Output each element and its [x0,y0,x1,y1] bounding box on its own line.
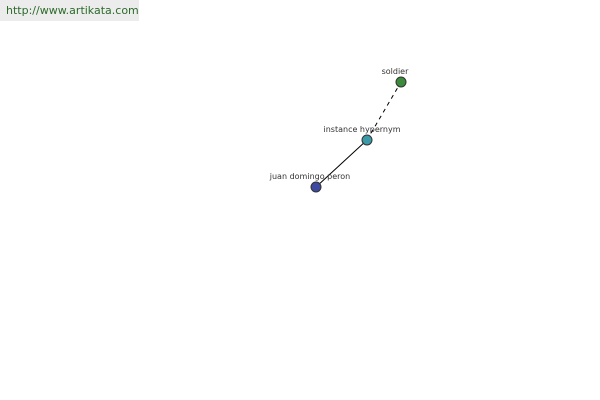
label-instance-hypernym: instance hypernym [324,125,401,134]
label-soldier: soldier [382,67,410,76]
node-instance-hypernym[interactable] [361,134,373,146]
edge-hypernym-to-soldier [366,81,402,141]
site-link[interactable]: http://www.artikata.com [0,0,139,21]
node-soldier[interactable] [395,76,407,88]
label-juan-domingo-peron: juan domingo peron [269,172,350,181]
edge-peron-to-hypernym [315,139,368,188]
node-juan-domingo-peron[interactable] [310,181,322,193]
